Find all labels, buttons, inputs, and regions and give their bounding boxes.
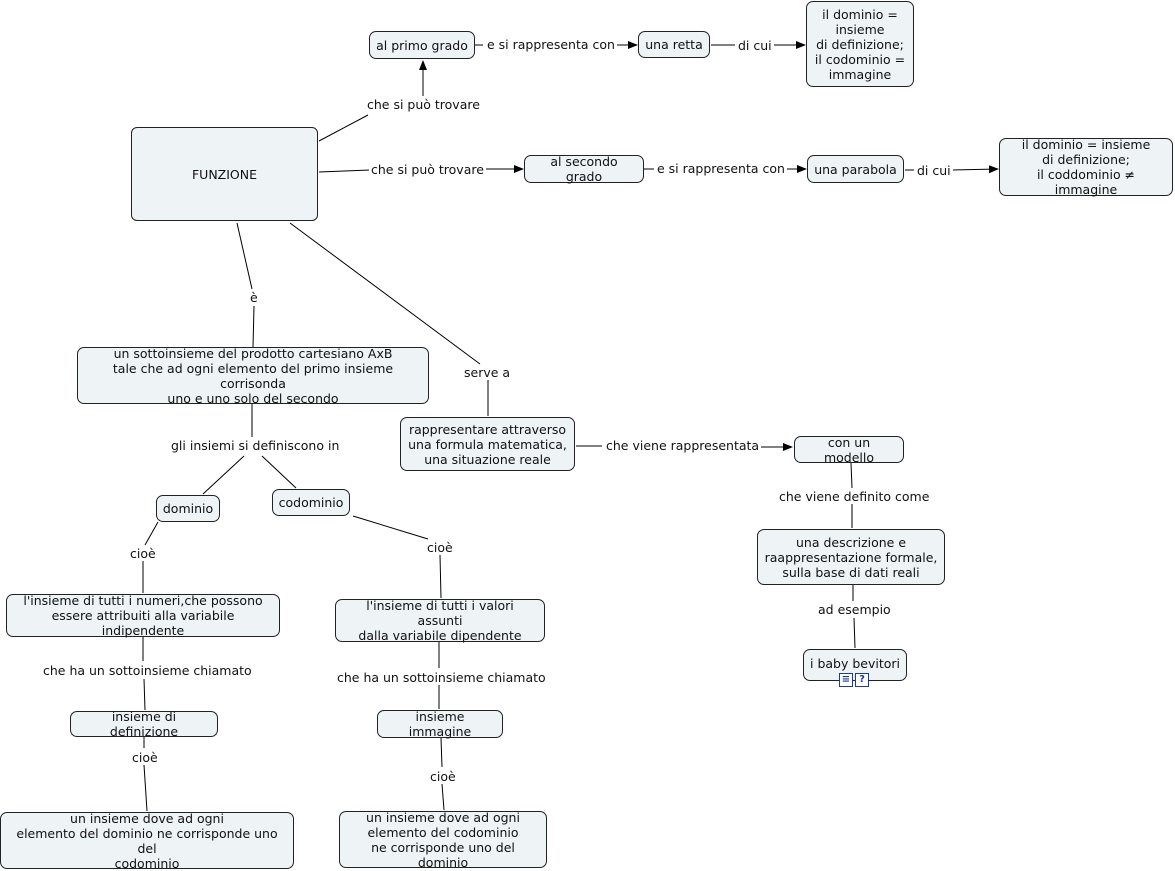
link-label: e si rappresenta con [485, 37, 617, 52]
link-label: gli insiemi si definiscono in [169, 438, 342, 453]
link-label: che viene rappresentata [604, 438, 762, 453]
link-label: che ha un sottoinsieme chiamato [41, 663, 254, 678]
node-rappresentare[interactable]: rappresentare attraverso una formula mat… [400, 417, 575, 471]
link-label: cioè [425, 540, 455, 555]
edge [441, 783, 445, 811]
link-label: che si può trovare [369, 162, 486, 177]
edge [318, 114, 369, 142]
edge [853, 617, 856, 649]
node-definizione-codominio[interactable]: un insieme dove ad ogni elemento del cod… [339, 810, 547, 870]
edge [236, 222, 253, 290]
link-label: ad esempio [816, 602, 893, 617]
link-label: di cui [736, 38, 774, 53]
edge [143, 764, 148, 812]
document-icon[interactable]: ≡ [839, 673, 853, 687]
edge [252, 305, 255, 348]
node-funzione[interactable]: FUNZIONE [131, 127, 318, 221]
edge [144, 521, 159, 546]
node-sottoinsieme[interactable]: un sottoinsieme del prodotto cartesiano … [77, 346, 429, 406]
edge [352, 515, 429, 540]
link-label: che viene definito come [777, 489, 932, 504]
node-dominio-primo-grado[interactable]: il dominio = insieme di definizione; il … [806, 1, 914, 87]
node-una-parabola[interactable]: una parabola [807, 155, 904, 183]
edge [440, 737, 443, 768]
edge [951, 165, 999, 174]
node-dominio[interactable]: dominio [156, 495, 220, 522]
node-insieme-valori[interactable]: l'insieme di tutti i valori assunti dall… [335, 598, 545, 643]
edge [439, 554, 442, 599]
node-insieme-definizione[interactable]: insieme di definizione [70, 709, 218, 739]
node-primo-grado[interactable]: al primo grado [369, 31, 475, 59]
node-insieme-immagine[interactable]: insieme immagine [377, 709, 503, 739]
node-codominio[interactable]: codominio [272, 489, 350, 516]
edge [289, 222, 481, 365]
link-label: che si può trovare [365, 97, 482, 112]
link-label: cioè [130, 750, 160, 765]
link-label: cioè [128, 546, 158, 561]
node-una-retta[interactable]: una retta [638, 31, 710, 58]
node-definizione-dominio[interactable]: un insieme dove ad ogni elemento del dom… [0, 811, 294, 871]
node-insieme-numeri[interactable]: l'insieme di tutti i numeri,che possono … [6, 593, 280, 638]
link-label: che ha un sottoinsieme chiamato [335, 670, 548, 685]
link-label: di cui [915, 163, 953, 178]
node-dominio-secondo-grado[interactable]: il dominio = insieme di definizione; il … [999, 137, 1173, 197]
edge [850, 462, 853, 489]
link-label: serve a [462, 365, 513, 380]
edge [261, 455, 297, 489]
node-secondo-grado[interactable]: al secondo grado [524, 154, 644, 184]
edge [143, 678, 146, 711]
edge [318, 169, 371, 173]
resource-icons: ≡ ? [839, 673, 869, 687]
node-modello[interactable]: con un modello [794, 435, 904, 465]
link-label: cioè [428, 769, 458, 784]
help-icon[interactable]: ? [855, 673, 869, 687]
link-label: e si rappresenta con [655, 161, 787, 176]
node-descrizione[interactable]: una descrizione e raappresentazione form… [757, 529, 945, 585]
link-label: è [248, 290, 260, 305]
edge [202, 455, 245, 495]
